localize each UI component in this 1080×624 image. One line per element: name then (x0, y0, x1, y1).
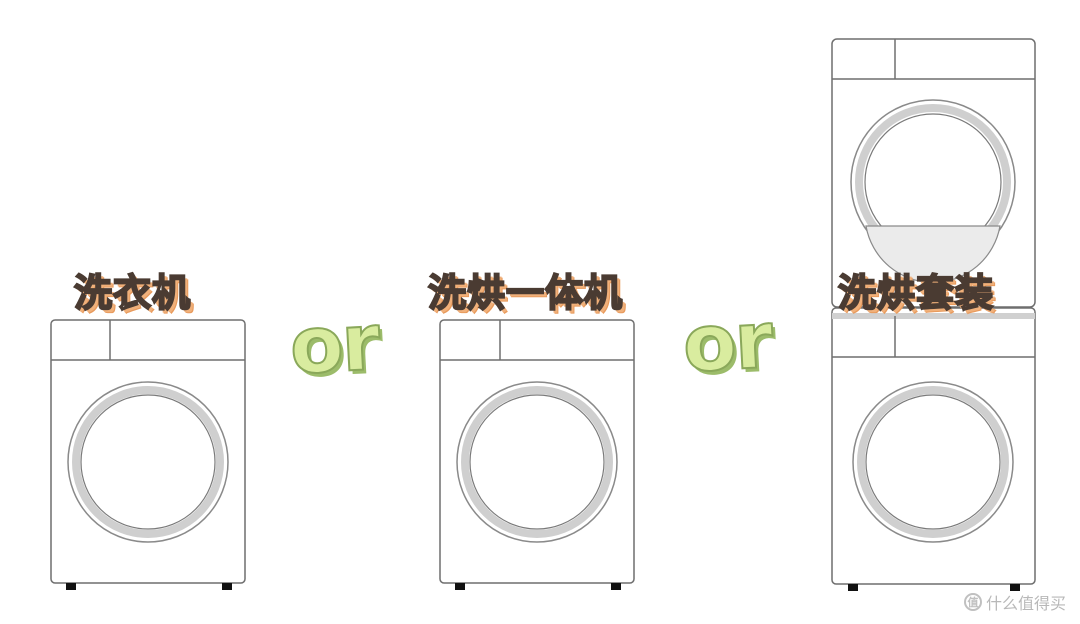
set-foot-left (848, 584, 858, 591)
stacked-washer (831, 307, 1036, 585)
set-foot-right (1010, 584, 1020, 591)
washer-dryer-combo (439, 319, 635, 584)
washer-foot-left (66, 583, 76, 590)
washer-label: 洗衣机 (73, 270, 192, 316)
or-connector-2: or (680, 295, 775, 391)
combo-foot-right (611, 583, 621, 590)
set-label: 洗烘套装 (837, 270, 995, 316)
washer-foot-right (222, 583, 232, 590)
or-connector-1: or (287, 297, 382, 393)
watermark: 值 什么值得买 (963, 590, 1066, 614)
washing-machine (50, 319, 246, 584)
combo-label: 洗烘一体机 (427, 270, 624, 316)
stacked-dryer (831, 38, 1036, 308)
combo-foot-left (455, 583, 465, 590)
watermark-logo-icon: 值 (963, 593, 982, 611)
watermark-text: 什么值得买 (985, 594, 1066, 613)
